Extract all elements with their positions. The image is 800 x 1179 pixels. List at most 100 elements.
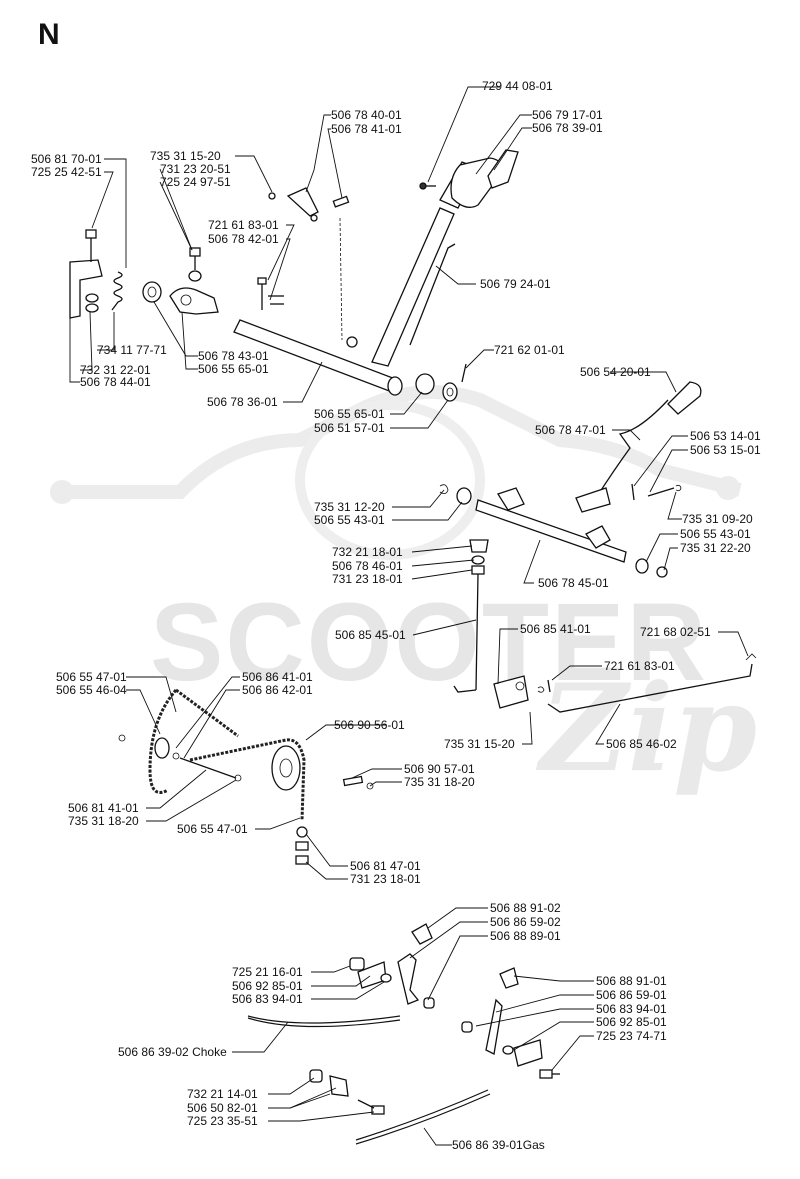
cross-shaft-assembly <box>439 381 757 713</box>
return-rod <box>409 243 456 346</box>
part-label: 506 86 59-02 <box>490 915 561 929</box>
part-label: 721 61 83-01 <box>604 659 675 673</box>
part-label: 506 88 91-01 <box>596 974 667 988</box>
part-label: 506 81 41-01 <box>68 801 139 815</box>
part-labels: 729 44 08-01 506 79 17-01 506 78 39-01 5… <box>31 79 761 1152</box>
part-label: 506 86 39-02 Choke <box>118 1045 227 1059</box>
part-label: 506 78 44-01 <box>80 375 151 389</box>
part-label: 506 78 46-01 <box>332 559 403 573</box>
shaft-end <box>387 376 403 396</box>
part-label: 735 31 22-20 <box>680 541 751 555</box>
part-label: 735 31 09-20 <box>682 512 753 526</box>
part-label: 506 86 59-01 <box>596 988 667 1002</box>
part-label: 735 31 18-20 <box>68 814 139 828</box>
part-label: 735 31 18-20 <box>404 775 475 789</box>
part-label: 506 83 94-01 <box>596 1002 667 1016</box>
watermark-dot-left <box>50 480 74 504</box>
part-label: 506 78 42-01 <box>208 232 279 246</box>
choke-cable <box>247 1015 401 1024</box>
choke-lever <box>397 953 420 1005</box>
shaft-pin <box>179 757 237 779</box>
part-label: 735 31 15-20 <box>150 149 221 163</box>
part-label: 506 78 39-01 <box>532 121 603 135</box>
part-label: 506 78 47-01 <box>535 423 606 437</box>
part-label: 732 21 14-01 <box>187 1087 258 1101</box>
part-label: 506 90 57-01 <box>404 762 475 776</box>
part-label: 506 86 39-01Gas <box>452 1138 545 1152</box>
part-label: 506 86 41-01 <box>242 670 313 684</box>
part-label: 506 88 91-02 <box>490 901 561 915</box>
part-label: 506 78 43-01 <box>198 349 269 363</box>
part-label: 506 88 89-01 <box>490 929 561 943</box>
part-label: 729 44 08-01 <box>482 79 553 93</box>
spring-pin <box>332 195 350 208</box>
spring <box>111 271 123 311</box>
part-label: 506 50 82-01 <box>187 1101 258 1115</box>
part-label: 506 54 20-01 <box>580 365 651 379</box>
part-label: 506 79 17-01 <box>532 108 603 122</box>
part-label: 506 85 41-01 <box>520 622 591 636</box>
bushing-mid <box>456 487 472 505</box>
leader-lines <box>69 86 749 1146</box>
part-label: 506 55 65-01 <box>314 407 385 421</box>
part-label: 721 61 83-01 <box>208 218 279 232</box>
part-label: 506 55 65-01 <box>198 362 269 376</box>
part-label: 506 55 43-01 <box>314 513 385 527</box>
part-label: 506 55 46-04 <box>56 683 127 697</box>
knob-right <box>499 967 519 989</box>
part-label: 506 53 15-01 <box>690 443 761 457</box>
part-label: 506 81 70-01 <box>31 152 102 166</box>
rod <box>475 573 479 691</box>
part-label: 506 92 85-01 <box>596 1015 667 1029</box>
screw-icon <box>419 182 427 190</box>
sprocket-wheel <box>271 745 301 791</box>
part-label: 725 21 16-01 <box>232 965 303 979</box>
pedal-pad <box>487 149 519 189</box>
part-label: 506 85 46-02 <box>606 737 677 751</box>
part-label: 506 51 57-01 <box>314 421 385 435</box>
cross-shaft <box>475 499 627 563</box>
lever <box>169 287 219 315</box>
part-label: 506 81 47-01 <box>350 859 421 873</box>
throttle-assembly <box>247 923 560 1145</box>
page-title: N <box>38 18 60 51</box>
watermark: SCOOTER Zip <box>50 385 757 799</box>
knob-upper <box>411 923 433 945</box>
part-label: 731 23 18-01 <box>332 572 403 586</box>
part-label: 506 92 85-01 <box>232 979 303 993</box>
part-label: 506 55 43-01 <box>680 527 751 541</box>
watermark-dot-right <box>716 476 740 500</box>
part-label: 506 53 14-01 <box>690 429 761 443</box>
cotter-pin <box>461 363 467 383</box>
part-label: 732 21 18-01 <box>332 545 403 559</box>
watermark-brand: SCOOTER <box>150 581 708 704</box>
part-label: 725 23 35-51 <box>187 1114 258 1128</box>
chain-assembly <box>118 688 374 865</box>
gas-lever <box>485 998 503 1055</box>
washer <box>442 382 458 402</box>
part-label: 734 11 77-71 <box>97 343 167 357</box>
link-block <box>493 675 529 709</box>
gear-lever <box>595 399 669 499</box>
part-label: 721 62 01-01 <box>494 343 565 357</box>
pedal-arm <box>371 207 455 367</box>
part-label: 725 25 42-51 <box>31 165 102 179</box>
part-label: 506 79 24-01 <box>480 277 551 291</box>
rod-long <box>547 663 753 713</box>
gas-cable <box>355 1089 489 1141</box>
part-label: 731 23 20-51 <box>160 162 231 176</box>
part-label: 506 78 40-01 <box>331 108 402 122</box>
pedal-shaft-assembly <box>69 149 519 402</box>
bushing <box>415 373 435 395</box>
part-label: 506 55 47-01 <box>56 670 127 684</box>
part-label: 506 78 36-01 <box>207 395 278 409</box>
sprocket-small <box>154 737 170 759</box>
part-label: 721 68 02-51 <box>640 625 711 639</box>
part-label: 735 31 12-20 <box>314 500 385 514</box>
part-label: 506 78 45-01 <box>538 576 609 590</box>
part-label: 735 31 15-20 <box>444 737 515 751</box>
part-label: 731 23 18-01 <box>350 872 421 886</box>
gear-knob <box>667 381 702 415</box>
link-arm <box>286 187 319 217</box>
